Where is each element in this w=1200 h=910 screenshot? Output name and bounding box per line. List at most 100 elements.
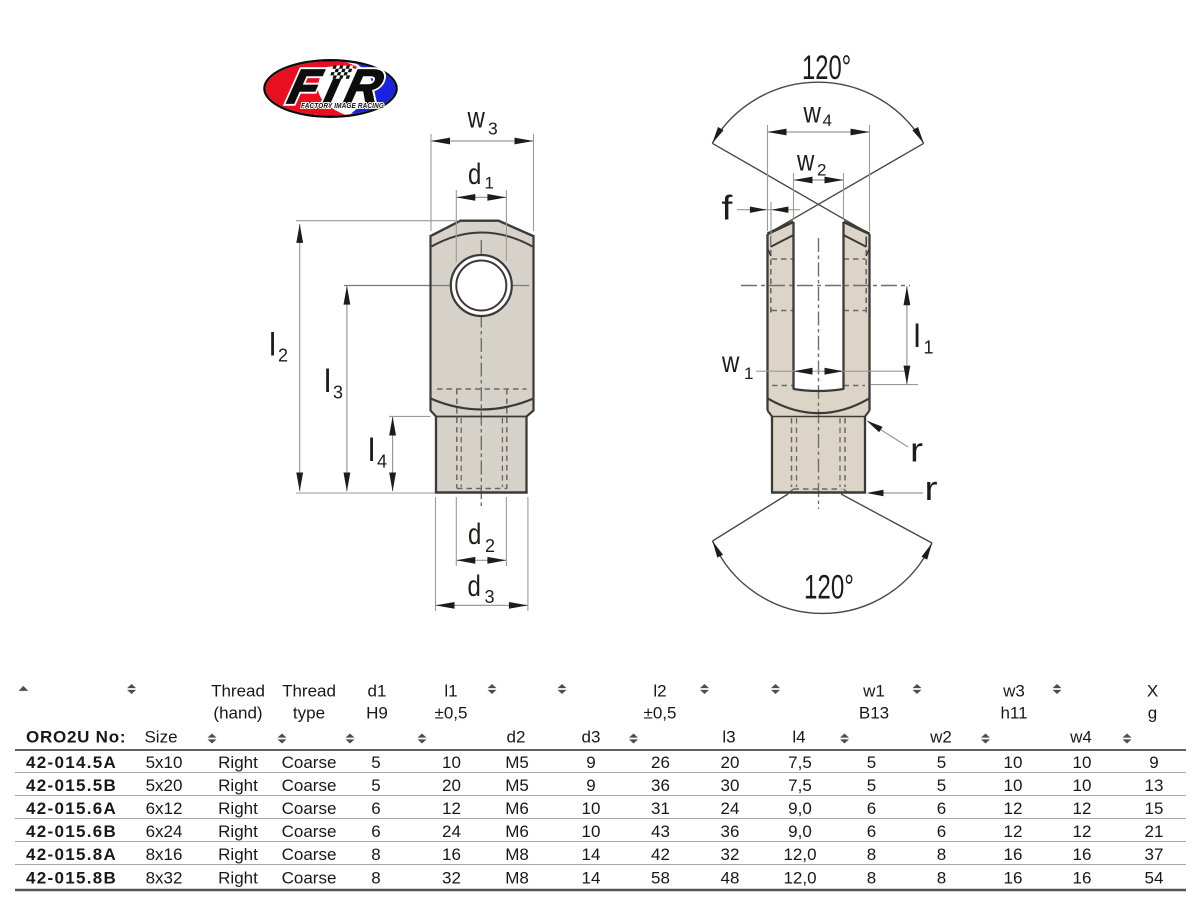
svg-text:5: 5 <box>867 776 876 795</box>
svg-text:13: 13 <box>1145 776 1164 795</box>
svg-text:Coarse: Coarse <box>282 776 337 795</box>
svg-text:43: 43 <box>651 822 670 841</box>
svg-text:±0,5: ±0,5 <box>435 704 468 723</box>
svg-text:1: 1 <box>924 338 934 358</box>
svg-text:54: 54 <box>1145 869 1164 888</box>
svg-text:l: l <box>914 318 921 354</box>
svg-text:21: 21 <box>1145 822 1164 841</box>
svg-text:20: 20 <box>721 753 740 772</box>
svg-text:9,0: 9,0 <box>788 799 812 818</box>
svg-text:12: 12 <box>1004 799 1023 818</box>
svg-text:±0,5: ±0,5 <box>644 704 677 723</box>
svg-text:l: l <box>269 327 276 363</box>
svg-text:120°: 120° <box>802 49 851 87</box>
svg-text:Coarse: Coarse <box>282 822 337 841</box>
svg-text:h11: h11 <box>1000 704 1027 723</box>
svg-text:l3: l3 <box>722 728 735 747</box>
svg-text:w: w <box>721 344 740 378</box>
svg-text:r: r <box>910 431 923 469</box>
svg-text:36: 36 <box>721 822 740 841</box>
svg-text:9: 9 <box>1149 753 1158 772</box>
svg-text:6: 6 <box>937 822 946 841</box>
svg-text:l1: l1 <box>444 682 457 701</box>
svg-text:20: 20 <box>442 776 461 795</box>
svg-text:31: 31 <box>651 799 670 818</box>
svg-text:3: 3 <box>485 587 495 607</box>
svg-text:42-015.8B: 42-015.8B <box>26 869 117 888</box>
svg-text:w2: w2 <box>929 728 952 747</box>
svg-text:2: 2 <box>817 160 826 179</box>
svg-text:16: 16 <box>1073 845 1092 864</box>
svg-text:36: 36 <box>651 776 670 795</box>
svg-text:Thread: Thread <box>211 682 265 701</box>
svg-text:1: 1 <box>744 364 753 383</box>
svg-text:Thread: Thread <box>282 682 336 701</box>
svg-text:8: 8 <box>867 845 876 864</box>
svg-text:Right: Right <box>218 869 258 888</box>
svg-text:6: 6 <box>937 799 946 818</box>
svg-text:g: g <box>1148 704 1157 723</box>
svg-text:42-015.6B: 42-015.6B <box>26 822 117 841</box>
svg-text:d: d <box>468 568 481 602</box>
svg-text:r: r <box>925 469 938 507</box>
svg-text:Coarse: Coarse <box>282 869 337 888</box>
svg-text:d: d <box>468 516 481 550</box>
svg-text:2: 2 <box>278 346 288 366</box>
svg-text:5: 5 <box>867 753 876 772</box>
svg-text:ORO2U No:: ORO2U No: <box>26 728 126 747</box>
svg-text:8: 8 <box>937 845 946 864</box>
svg-text:42-015.6A: 42-015.6A <box>26 799 117 818</box>
svg-text:6: 6 <box>371 799 380 818</box>
svg-text:9: 9 <box>586 776 595 795</box>
svg-text:M8: M8 <box>505 869 529 888</box>
svg-text:type: type <box>293 704 325 723</box>
svg-text:4: 4 <box>377 452 387 472</box>
svg-text:16: 16 <box>1004 869 1023 888</box>
svg-text:8x32: 8x32 <box>146 869 183 888</box>
svg-text:B13: B13 <box>859 704 889 723</box>
svg-text:M6: M6 <box>505 799 529 818</box>
svg-text:42: 42 <box>651 845 670 864</box>
svg-text:8x16: 8x16 <box>146 845 183 864</box>
svg-text:3: 3 <box>488 119 498 139</box>
svg-text:5x20: 5x20 <box>146 776 183 795</box>
svg-text:w: w <box>796 143 815 177</box>
svg-text:8: 8 <box>867 869 876 888</box>
svg-text:Right: Right <box>218 822 258 841</box>
svg-text:48: 48 <box>721 869 740 888</box>
svg-text:w3: w3 <box>1002 682 1025 701</box>
svg-text:12: 12 <box>442 799 461 818</box>
svg-text:2: 2 <box>485 536 495 556</box>
svg-text:Coarse: Coarse <box>282 845 337 864</box>
svg-text:w1: w1 <box>862 682 885 701</box>
svg-text:8: 8 <box>937 869 946 888</box>
svg-text:f: f <box>722 189 734 227</box>
svg-text:l: l <box>368 432 375 468</box>
svg-text:Coarse: Coarse <box>282 753 337 772</box>
svg-text:4: 4 <box>823 111 832 130</box>
svg-text:Right: Right <box>218 776 258 795</box>
svg-text:M6: M6 <box>505 822 529 841</box>
svg-text:16: 16 <box>1004 845 1023 864</box>
svg-text:6: 6 <box>371 822 380 841</box>
svg-text:12,0: 12,0 <box>783 869 816 888</box>
svg-text:10: 10 <box>1004 753 1023 772</box>
svg-text:M5: M5 <box>505 776 529 795</box>
svg-text:120°: 120° <box>804 569 854 607</box>
svg-text:15: 15 <box>1145 799 1164 818</box>
svg-text:3: 3 <box>333 383 343 403</box>
svg-text:d: d <box>468 156 481 190</box>
svg-text:14: 14 <box>582 869 601 888</box>
svg-text:l: l <box>324 363 331 399</box>
svg-text:6x12: 6x12 <box>146 799 183 818</box>
svg-text:H9: H9 <box>366 704 388 723</box>
svg-text:24: 24 <box>721 799 740 818</box>
svg-text:9: 9 <box>586 753 595 772</box>
svg-text:5: 5 <box>937 776 946 795</box>
svg-text:w4: w4 <box>1069 728 1092 747</box>
svg-text:Right: Right <box>218 753 258 772</box>
svg-text:42-014.5A: 42-014.5A <box>26 753 117 772</box>
svg-text:12: 12 <box>1073 799 1092 818</box>
svg-text:Right: Right <box>218 845 258 864</box>
svg-text:5: 5 <box>371 753 380 772</box>
